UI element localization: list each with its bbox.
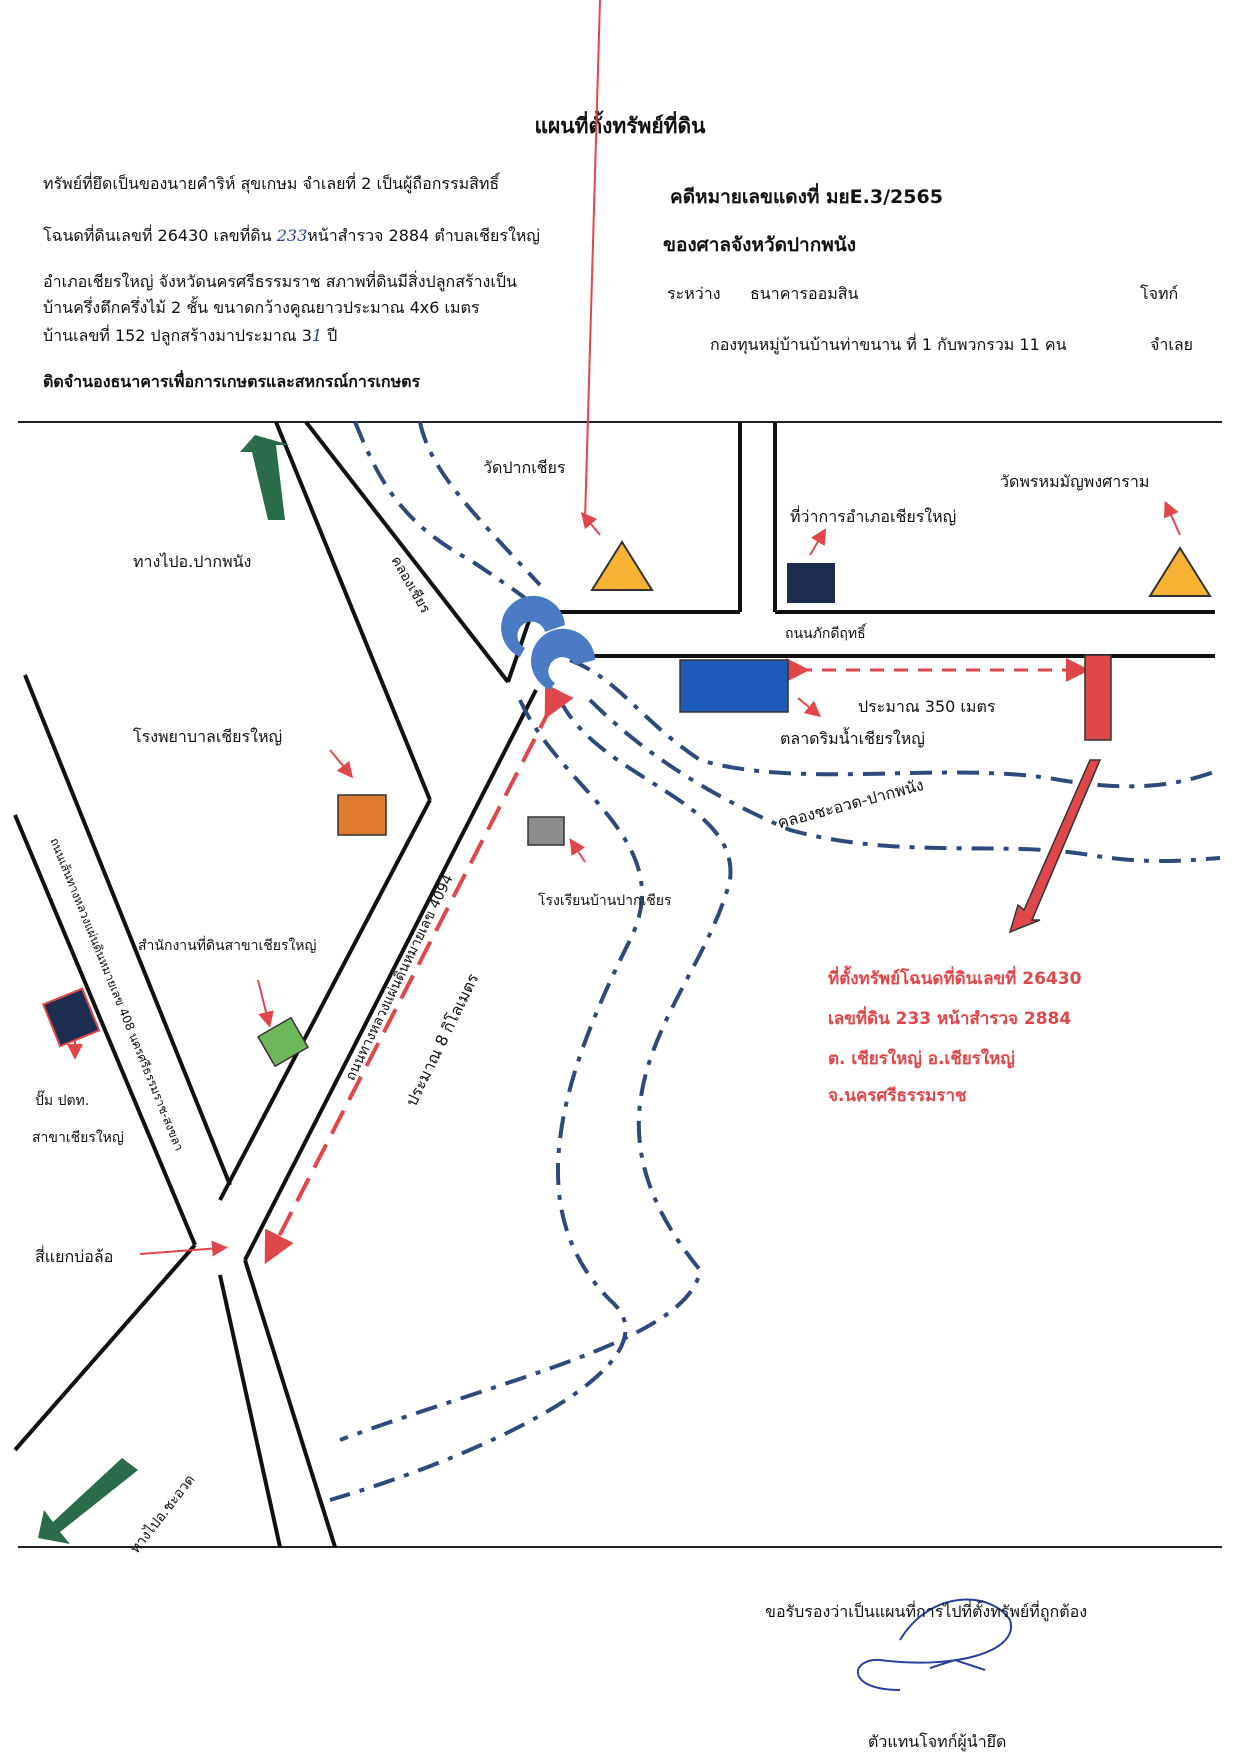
property-line-1: ทรัพย์ที่ยึดเป็นของนายคำริห์ สุขเกษม จำเ…: [43, 174, 500, 193]
road-line: [274, 421, 432, 801]
property-location-line-4: จ.นครศรีธรรมราช: [828, 1086, 967, 1106]
hub-curve-2: [531, 628, 595, 690]
pointer-arrows: [67, 0, 1181, 1257]
temple-phrom-icon: [1148, 546, 1212, 597]
plaintiff-name: ธนาคารออมสิน: [750, 284, 859, 303]
court-name: ของศาลจังหวัดปากพนัง: [663, 234, 857, 256]
property-location-line-2: เลขที่ดิน 233 หน้าสำรวจ 2884: [828, 1009, 1072, 1029]
property-line-2: โฉนดที่ดินเลขที่ 26430 เลขที่ดิน 233หน้า…: [43, 226, 540, 245]
certification-statement: ขอรับรองว่าเป็นแผนที่การไปที่ตั้งทรัพย์ท…: [765, 1602, 1088, 1621]
label-hospital: โรงพยาบาลเชียรใหญ่: [133, 727, 283, 746]
label-land-office: สำนักงานที่ดินสาขาเชียรใหญ่: [138, 938, 317, 954]
label-school: โรงเรียนบ้านปากเชียร: [538, 893, 672, 909]
property-arrow: [1008, 759, 1102, 934]
case-number: คดีหมายเลขแดงที่ มยE.3/2565: [670, 186, 943, 208]
plaintiff-role: โจทก์: [1140, 284, 1179, 303]
school-icon: [527, 816, 565, 846]
to-pak-phanang-arrow: [240, 435, 290, 520]
label-road-phakdi: ถนนภักดีฤทธิ์: [785, 626, 866, 642]
label-market: ตลาดริมน้ำเชียรใหญ่: [780, 729, 925, 748]
temple-pak-chian-icon: [590, 540, 654, 591]
hospital-icon: [337, 794, 387, 836]
to-chaouat-arrow: [38, 1458, 138, 1544]
mortgage-note: ติดจำนองธนาคารเพื่อการเกษตรและสหกรณ์การเ…: [43, 372, 421, 391]
signer-label: ตัวแทนโจทก์ผู้นำยึด: [868, 1732, 1007, 1751]
label-gas-station-1: ปั๊ม ปตท.: [35, 1093, 90, 1109]
market-icon: [679, 659, 789, 713]
hub-curve-1: [501, 595, 565, 657]
defendant-name: กองทุนหมู่บ้านบ้านท่าขนาน ที่ 1 กับพวกรว…: [710, 335, 1067, 354]
label-gas-station-2: สาขาเชียรใหญ่: [32, 1130, 124, 1146]
handwritten-parcel-no: 233: [276, 226, 308, 245]
property-line-5: บ้านเลขที่ 152 ปลูกสร้างมาประมาณ 31 ปี: [43, 326, 338, 345]
label-to-pak-phanang: ทางไปอ.ปากพนัง: [133, 552, 252, 571]
property-line-4: บ้านครึ่งตึกครึ่งไม้ 2 ชั้น ขนาดกว้างคูณ…: [43, 298, 480, 317]
district-office-icon: [787, 563, 835, 603]
defendant-role: จำเลย: [1150, 335, 1194, 354]
label-wat-phrom: วัดพรหมมัญพงศาราม: [1000, 472, 1150, 491]
between-label: ระหว่าง: [667, 284, 721, 303]
label-approx-350: ประมาณ 350 เมตร: [858, 697, 996, 716]
land-office-icon: [257, 1016, 309, 1068]
property-line-3: อำเภอเชียรใหญ่ จังหวัดนครศรีธรรมราช สภาพ…: [43, 272, 517, 291]
property-marker: [1084, 654, 1112, 741]
gas-station-icon: [41, 987, 101, 1048]
label-wat-pak-chian: วัดปากเชียร: [483, 458, 566, 477]
property-location-line-3: ต. เชียรใหญ่ อ.เชียรใหญ่: [828, 1049, 1015, 1069]
signature: [856, 1598, 1013, 1691]
distance-8km-line: [264, 683, 574, 1265]
property-location-line-1: ที่ตั้งทรัพย์โฉนดที่ดินเลขที่ 26430: [828, 969, 1082, 989]
label-intersection: สี่แยกบ่อล้อ: [35, 1247, 114, 1266]
page-title: แผนที่ตั้งทรัพย์ที่ดิน: [534, 114, 706, 138]
label-district-office: ที่ว่าการอำเภอเชียรใหญ่: [790, 507, 957, 526]
